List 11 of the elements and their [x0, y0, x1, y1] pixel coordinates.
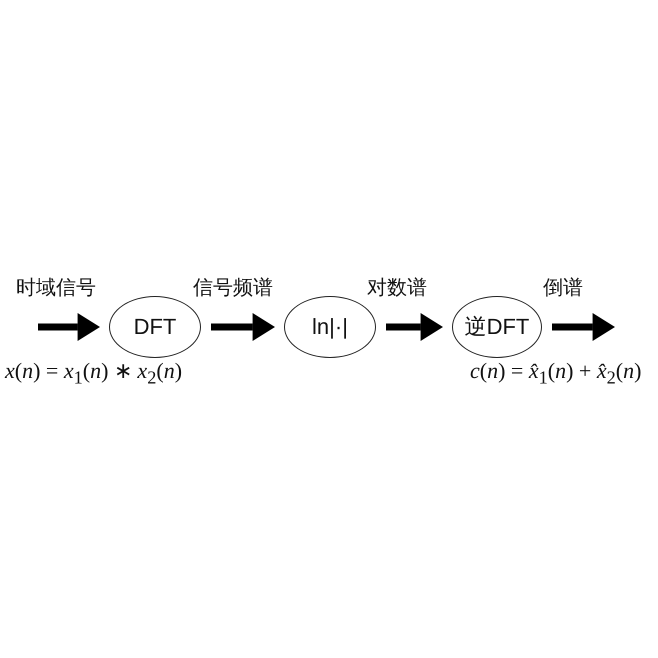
arrow	[38, 313, 100, 341]
process-ellipse: ln|·|	[284, 296, 376, 358]
arrow	[211, 313, 275, 341]
process-ellipse: 逆DFT	[452, 296, 542, 358]
arrow	[386, 313, 443, 341]
formula: x(n) = x$_{1}$(n) ∗ x$_{2}$(n)	[5, 358, 182, 388]
edge-label: 倒谱	[543, 274, 583, 301]
arrow	[552, 313, 615, 341]
edge-label: 时域信号	[16, 274, 96, 301]
process-ellipse: DFT	[109, 296, 201, 358]
formula: c(n) = x̂$_{1}$(n) + x̂$_{2}$(n)	[470, 358, 642, 388]
